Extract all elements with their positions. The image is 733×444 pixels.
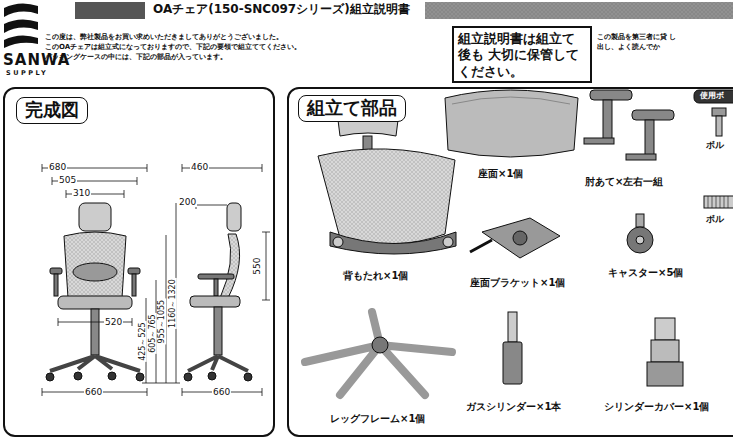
dimension-lines <box>42 164 270 396</box>
part-name: キャスター×5個 <box>608 267 683 279</box>
dimension: 460 <box>190 162 209 172</box>
dimension: 660 <box>84 387 103 397</box>
dimension: 660 <box>212 387 231 397</box>
part-name: 座面ブラケット×1個 <box>470 277 565 289</box>
dimension: 310 <box>72 188 91 198</box>
part-name: 背もたれ×1個 <box>343 270 408 282</box>
panel-heading: 完成図 <box>16 97 88 124</box>
document-title: OAチェア(150-SNC097シリーズ)組立説明書 <box>150 3 413 17</box>
part-name: 肘あて×左右一組 <box>585 176 663 188</box>
gas-cylinder-part <box>503 312 522 384</box>
leg-frame-part <box>305 312 452 395</box>
cylinder-cover-part <box>647 318 683 386</box>
part-name: 座面×1個 <box>478 168 523 180</box>
side-note: この製品を第三者に貸 し出し、よく読んでか <box>597 33 677 53</box>
front-view-chair <box>46 203 144 381</box>
bolt-icons <box>694 90 733 208</box>
title-bar <box>75 2 733 19</box>
figure-panel: 完成図 <box>3 87 275 437</box>
parts-panel: 組立て部品 <box>287 87 733 437</box>
backrest-part <box>318 115 456 254</box>
side-view-chair <box>184 203 252 381</box>
dimension: 550 <box>253 256 263 275</box>
dimension: 200 <box>178 197 197 207</box>
intro-text: このOAチェアは組立式になっておりますので、下記の要領で組立ててください。 <box>45 43 301 51</box>
part-name: シリンダーカバー×1個 <box>604 401 709 413</box>
part-name: ガスシリンダー×1本 <box>466 401 561 413</box>
dimension: 955～1055 <box>157 299 166 345</box>
armrest-part <box>584 90 674 160</box>
dimension: 680 <box>48 162 67 172</box>
part-name: ボル <box>706 140 724 150</box>
seat-bracket-part <box>470 218 560 258</box>
dimension: 1160～1320 <box>167 279 176 330</box>
intro-text: この度は、弊社製品をお買い求めいただきましてありがとうございました。 <box>45 33 283 41</box>
panel-heading: 組立て部品 <box>298 95 406 122</box>
badge-text: 使用ボ <box>700 91 724 100</box>
dimension: 425～525 <box>137 322 146 363</box>
notice-box: 組立説明書は組立て後も 大切に保管してください。 <box>452 26 592 83</box>
caster-part <box>627 214 653 253</box>
dimension: 505 <box>58 175 77 185</box>
part-name: ボル <box>706 214 724 224</box>
seat-part <box>445 90 578 157</box>
notice-text: 組立説明書は組立て後も 大切に保管してください。 <box>458 31 586 80</box>
dimension: 520 <box>104 317 123 327</box>
brand-logo: SUPPLY <box>6 70 48 77</box>
part-name: レッグフレーム×1個 <box>330 413 425 425</box>
logo-mark <box>4 3 38 48</box>
intro-text: パッキングケースの中には、下記の部品が入っています。 <box>45 53 227 61</box>
dimension: 605～765 <box>147 314 156 355</box>
